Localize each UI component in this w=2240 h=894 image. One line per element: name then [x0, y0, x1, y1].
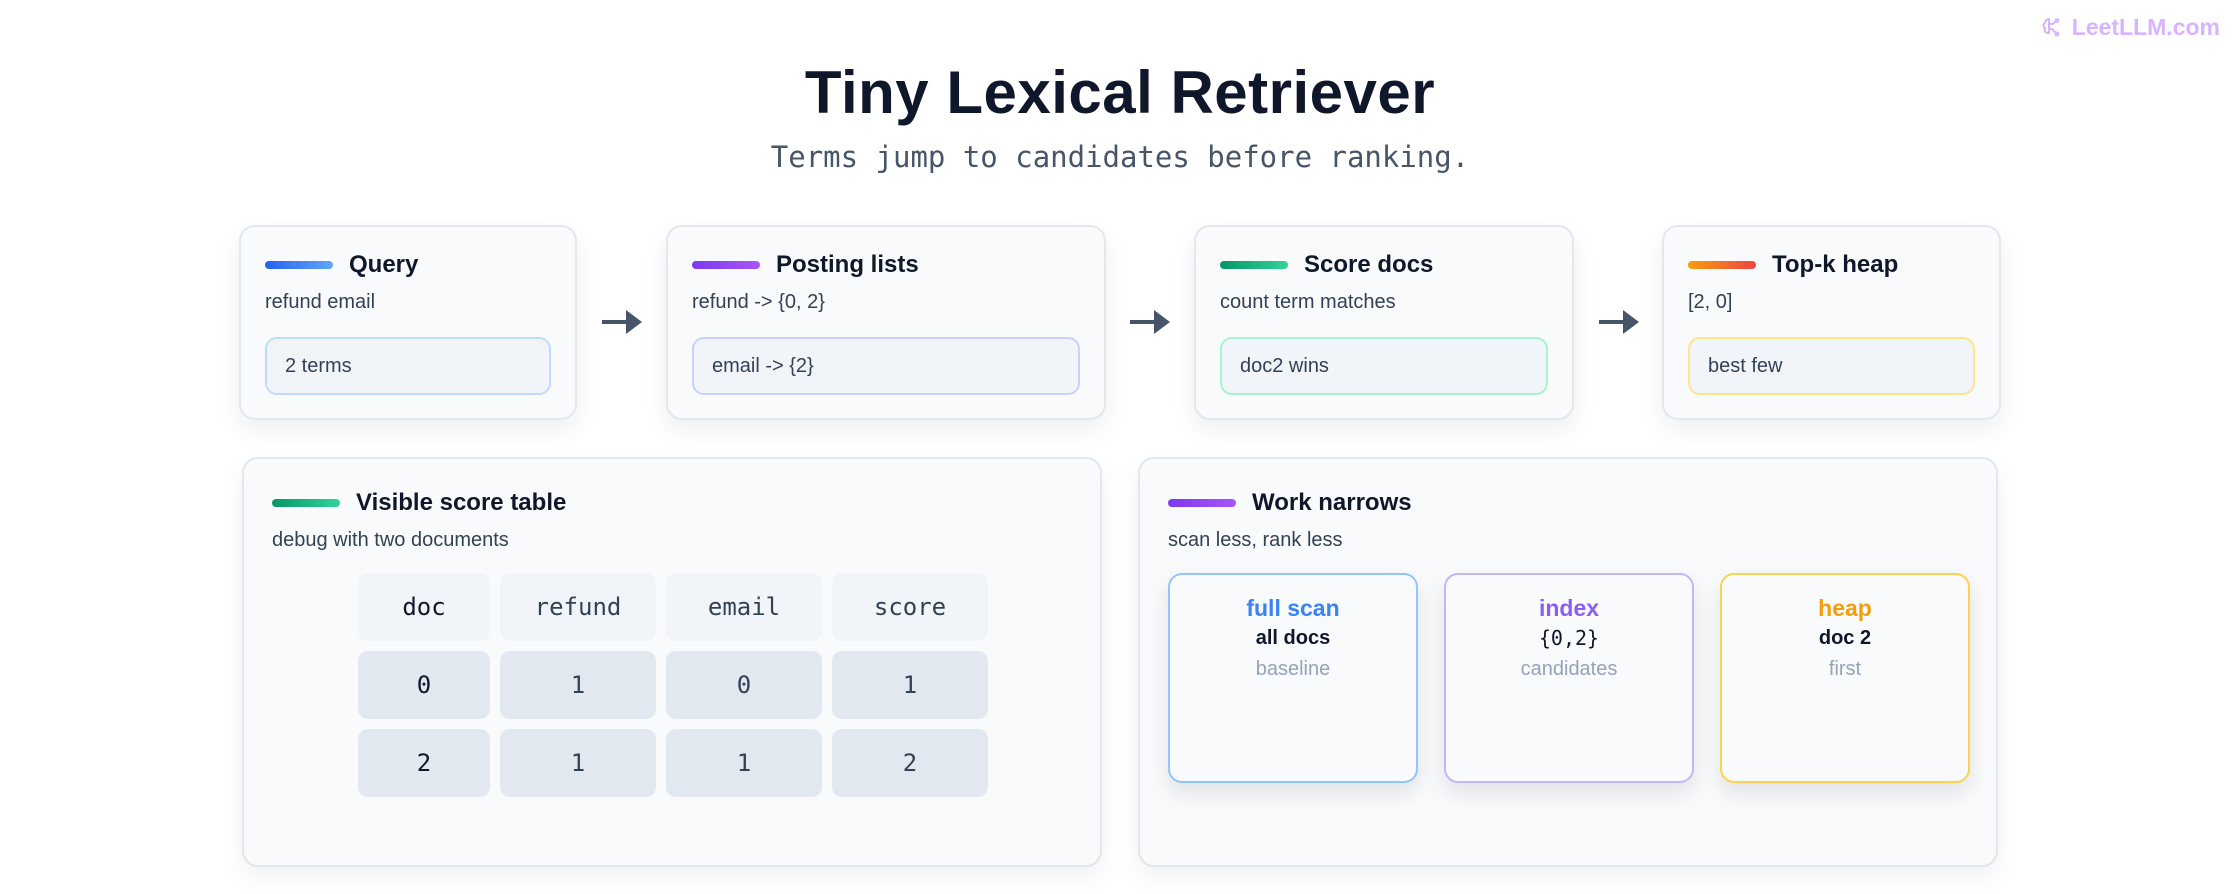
table-header-cell: email: [666, 573, 822, 641]
stage-title: heap: [1818, 595, 1872, 621]
stage-box-full-scan: full scan all docs baseline: [1168, 573, 1418, 783]
page-subtitle: Terms jump to candidates before ranking.: [770, 140, 1470, 174]
stage-value: all docs: [1255, 627, 1331, 649]
accent-bar: [265, 261, 333, 269]
card-pill: email -> {2}: [692, 337, 1080, 395]
table-header-cell: score: [832, 573, 988, 641]
arrow-right-icon: [602, 310, 642, 334]
card-subtitle: refund -> {0, 2}: [692, 291, 825, 313]
brain-icon: [2042, 17, 2060, 36]
card-subtitle: refund email: [265, 291, 376, 313]
card-title: Score docs: [1304, 251, 1434, 278]
table-cell: 1: [832, 651, 988, 719]
card-subtitle: count term matches: [1220, 291, 1396, 313]
table-cell: 2: [358, 729, 490, 797]
stage-caption: candidates: [1520, 658, 1618, 680]
arrow-right-icon: [1130, 310, 1170, 334]
card-subtitle: [2, 0]: [1688, 291, 1733, 313]
table-cell: 1: [500, 651, 656, 719]
stage-value: doc 2: [1818, 627, 1872, 649]
pipeline-card-query: Query refund email 2 terms: [239, 225, 577, 420]
score-table: doc refund email score 0 1 0 1 2 1 1 2: [358, 573, 988, 797]
brand-name: LeetLLM.com: [2071, 14, 2220, 40]
stage-box-index: index {0,2} candidates: [1444, 573, 1694, 783]
accent-bar: [272, 499, 340, 507]
work-narrows-panel: Work narrows scan less, rank less full s…: [1138, 457, 1998, 867]
table-cell: 2: [832, 729, 988, 797]
panel-title: Visible score table: [356, 489, 567, 516]
panel-subtitle: scan less, rank less: [1168, 529, 1343, 551]
panel-subtitle: debug with two documents: [272, 529, 509, 551]
pipeline-card-score-docs: Score docs count term matches doc2 wins: [1194, 225, 1574, 420]
accent-bar: [1168, 499, 1236, 507]
table-header-cell: refund: [500, 573, 656, 641]
table-cell: 1: [666, 729, 822, 797]
card-pill: doc2 wins: [1220, 337, 1548, 395]
stage-caption: first: [1828, 658, 1862, 680]
card-pill: best few: [1688, 337, 1975, 395]
panel-title: Work narrows: [1252, 489, 1412, 516]
card-pill: 2 terms: [265, 337, 551, 395]
accent-bar: [692, 261, 760, 269]
stage-title: full scan: [1246, 595, 1340, 621]
arrow-right-icon: [1599, 310, 1639, 334]
table-header-cell: doc: [358, 573, 490, 641]
table-cell: 1: [500, 729, 656, 797]
card-title: Top-k heap: [1772, 251, 1899, 278]
accent-bar: [1688, 261, 1756, 269]
pipeline-card-top-k-heap: Top-k heap [2, 0] best few: [1662, 225, 2001, 420]
card-title: Query: [349, 251, 419, 278]
table-cell: 0: [358, 651, 490, 719]
page-title: Tiny Lexical Retriever: [804, 59, 1436, 126]
stage-value: {0,2}: [1538, 626, 1600, 650]
card-title: Posting lists: [776, 251, 919, 278]
brand-logo: LeetLLM.com: [2040, 14, 2220, 41]
stage-box-heap: heap doc 2 first: [1720, 573, 1970, 783]
stage-title: index: [1538, 595, 1600, 621]
score-table-panel: Visible score table debug with two docum…: [242, 457, 1102, 867]
accent-bar: [1220, 261, 1288, 269]
pipeline-card-posting-lists: Posting lists refund -> {0, 2} email -> …: [666, 225, 1106, 420]
stage-caption: baseline: [1255, 658, 1331, 680]
table-cell: 0: [666, 651, 822, 719]
